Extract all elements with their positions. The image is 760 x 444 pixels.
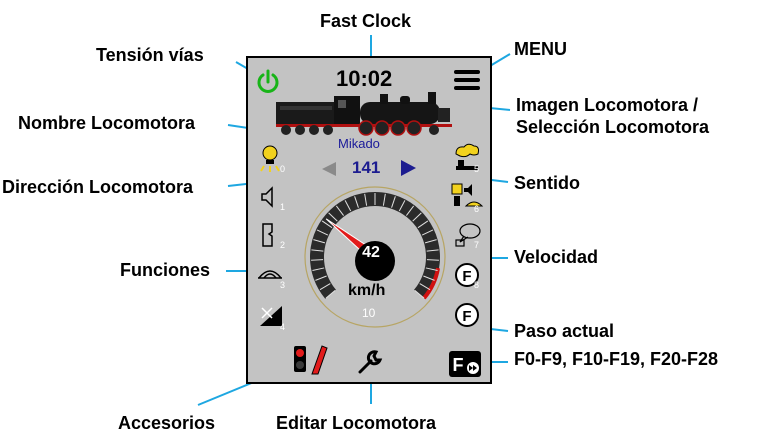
- dial-tick: [423, 275, 435, 281]
- sound-icon[interactable]: [450, 182, 484, 214]
- function-f9-icon[interactable]: F: [454, 302, 480, 328]
- dial-tick: [319, 283, 331, 291]
- label-accesorios: Accesorios: [118, 413, 216, 433]
- function-number-4: 4: [280, 322, 286, 332]
- dial-tick: [321, 220, 333, 229]
- dial-tick: [424, 239, 437, 244]
- dial-tick: [328, 212, 338, 222]
- function-number-7: 7: [474, 240, 480, 250]
- dial-tick: [354, 196, 359, 208]
- dial-tick: [364, 193, 368, 206]
- locomotive-address: 141: [352, 158, 381, 177]
- smoke-icon[interactable]: [452, 142, 484, 172]
- function-group-icon[interactable]: F: [448, 350, 482, 378]
- dial-tick: [421, 229, 434, 236]
- dial-tick: [414, 290, 425, 299]
- svg-text:F: F: [462, 268, 471, 285]
- speed-step: 10: [362, 306, 376, 320]
- dial-tick: [412, 212, 422, 222]
- label-menu: MENU: [514, 39, 567, 59]
- label-tension-vias: Tensión vías: [96, 45, 204, 65]
- dial-tick: [405, 205, 415, 216]
- dial-tick: [391, 196, 396, 208]
- horn-icon[interactable]: [260, 186, 278, 208]
- fast-clock: 10:02: [336, 66, 393, 91]
- power-icon[interactable]: [254, 68, 282, 96]
- menu-icon[interactable]: [454, 68, 480, 92]
- announcement-icon[interactable]: [454, 222, 484, 248]
- throttle-panel: 10:02 Mikado 141: [246, 56, 492, 384]
- function-number-0: 0: [280, 164, 286, 174]
- label-seleccion-locomotora: Selección Locomotora: [516, 117, 710, 137]
- label-sentido: Sentido: [514, 173, 580, 193]
- function-number-3: 3: [280, 280, 286, 290]
- dial-tick: [311, 259, 324, 261]
- shunting-icon[interactable]: [258, 304, 284, 328]
- dial-tick: [417, 220, 429, 229]
- function-f8-icon[interactable]: F: [454, 262, 480, 288]
- function-number-8: 8: [474, 280, 480, 290]
- dial-tick: [426, 249, 439, 252]
- coupler-icon[interactable]: [256, 264, 284, 282]
- label-velocidad: Velocidad: [514, 247, 599, 267]
- dial-tick: [316, 229, 329, 236]
- label-f-groups: F0-F9, F10-F19, F20-F28: [514, 349, 719, 369]
- function-number-2: 2: [280, 240, 286, 250]
- function-number-5: 5: [474, 164, 480, 174]
- function-number-6: 6: [474, 204, 480, 214]
- dial-tick: [344, 200, 352, 212]
- reverse-arrow-icon[interactable]: [320, 160, 338, 178]
- function-number-1: 1: [280, 202, 286, 212]
- dial-tick: [325, 290, 336, 299]
- speed-value: 42: [362, 244, 380, 261]
- svg-text:F: F: [453, 355, 464, 375]
- label-direccion-locomotora: Dirección Locomotora: [2, 177, 194, 197]
- dial-tick: [313, 239, 326, 244]
- dial-tick: [382, 193, 386, 206]
- speed-unit: km/h: [348, 282, 386, 299]
- dial-tick: [398, 200, 406, 212]
- label-editar-locomotora: Editar Locomotora: [276, 413, 437, 433]
- speedometer-dial[interactable]: [302, 184, 448, 330]
- dial-tick: [426, 259, 439, 261]
- svg-text:F: F: [462, 308, 471, 325]
- label-fast-clock: Fast Clock: [320, 11, 412, 31]
- dial-tick: [311, 249, 324, 252]
- locomotive-name: Mikado: [338, 136, 380, 151]
- door-icon[interactable]: [260, 222, 276, 248]
- label-paso-actual: Paso actual: [514, 321, 615, 341]
- forward-arrow-icon[interactable]: [398, 158, 418, 178]
- headlight-icon[interactable]: [260, 144, 288, 174]
- dial-tick: [315, 275, 327, 281]
- label-funciones: Funciones: [120, 260, 211, 280]
- label-nombre-locomotora: Nombre Locomotora: [18, 113, 196, 133]
- wrench-icon[interactable]: [356, 348, 384, 376]
- locomotive-image[interactable]: [276, 90, 452, 136]
- label-imagen-locomotora: Imagen Locomotora /: [516, 95, 699, 115]
- dial-tick: [335, 205, 345, 216]
- dial-tick: [312, 267, 325, 271]
- dial-tick: [419, 283, 431, 291]
- dial-tick: [425, 267, 438, 271]
- accessories-signal-icon[interactable]: [292, 342, 328, 376]
